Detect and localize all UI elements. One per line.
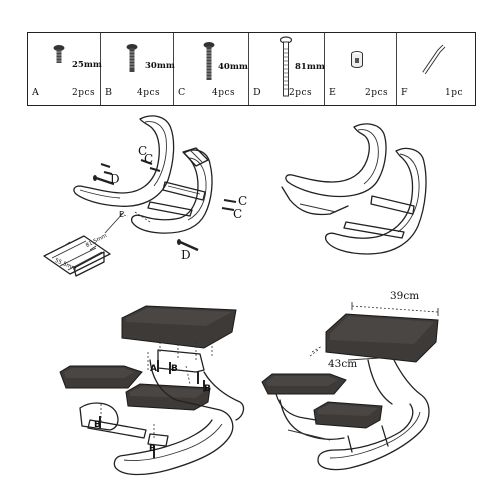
label-c-top1: C [138, 144, 148, 158]
long-bolt-icon [203, 42, 215, 80]
label-d-top: D [110, 172, 120, 186]
inset-detail [43, 235, 111, 277]
dimension-depth: 43cm [328, 358, 358, 370]
part-letter-d: D [253, 87, 261, 98]
part-qty-b: 4pcs [137, 88, 161, 98]
label-c-right1: C [238, 194, 248, 208]
part-qty-c: 4pcs [212, 88, 236, 98]
label-a: A [150, 364, 157, 374]
part-size-a: 25mm [72, 60, 102, 70]
part-size-d: 81mm [295, 62, 325, 72]
part-letter-c: C [178, 87, 186, 98]
step1-exploded-frame [73, 115, 237, 252]
step2-assembled-frame [281, 123, 427, 255]
label-b1: B [171, 364, 178, 374]
short-bolt-icon [53, 45, 65, 63]
part-qty-e: 2pcs [365, 88, 389, 98]
label-c-right2: C [233, 207, 243, 221]
label-b4: B [149, 444, 156, 454]
part-letter-e: E [329, 87, 336, 98]
part-cell-d: 81mm D 2pcs [249, 33, 325, 105]
label-b3: B [94, 420, 101, 430]
part-letter-b: B [105, 87, 112, 98]
label-c-top2: C [144, 152, 154, 166]
bolt-icon [126, 44, 138, 72]
step3-exploded-chair [59, 305, 245, 476]
part-qty-d: 2pcs [289, 88, 313, 98]
dimension-width: 39cm [390, 290, 420, 302]
part-cell-c: 40mm C 4pcs [174, 33, 249, 105]
label-b2: B [204, 384, 211, 394]
step4-assembled-chair [261, 302, 439, 471]
bolt-d-lower [177, 239, 199, 252]
part-letter-f: F [401, 87, 408, 98]
bolt-d-upper [93, 175, 115, 186]
part-qty-a: 2pcs [72, 88, 96, 98]
part-cell-e: E 2pcs [325, 33, 397, 105]
part-cell-b: 30mm B 4pcs [101, 33, 175, 105]
part-size-b: 30mm [145, 61, 175, 71]
part-letter-a: A [32, 87, 39, 98]
part-cell-a: 25mm A 2pcs [28, 33, 102, 105]
hex-key-icon [422, 44, 446, 75]
part-qty-f: 1pc [445, 88, 464, 98]
label-e: E [119, 210, 125, 219]
label-d-bottom: D [181, 248, 191, 262]
part-cell-f: F 1pc [397, 33, 476, 105]
parts-table: 25mm A 2pcs 30mm B 4pcs 40mm C 4pcs 81mm… [27, 32, 476, 106]
barrel-nut-icon [351, 51, 363, 68]
extra-long-bolt-icon [279, 36, 293, 97]
part-size-c: 40mm [218, 62, 248, 72]
